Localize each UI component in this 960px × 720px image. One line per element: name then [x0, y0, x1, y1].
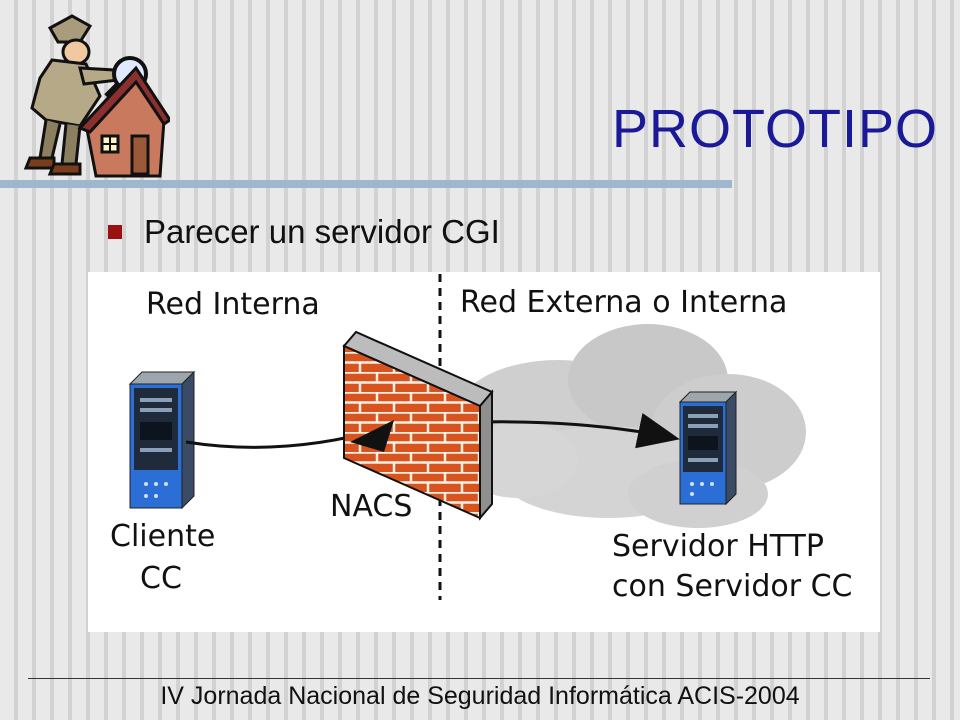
bullet-marker	[108, 225, 122, 239]
title-rule	[0, 180, 732, 188]
zone-left-label: Red Interna	[146, 287, 320, 322]
bullet-text: Parecer un servidor CGI	[144, 213, 500, 250]
firewall-label: NACS	[330, 489, 412, 524]
detective-clipart	[10, 8, 173, 178]
bullet-item: Parecer un servidor CGI	[108, 210, 500, 254]
footer-text: IV Jornada Nacional de Seguridad Informá…	[160, 682, 800, 710]
client-label-line1: Cliente	[110, 519, 215, 554]
client-server-icon	[128, 370, 196, 510]
footer-rule	[28, 678, 930, 679]
firewall-entry-arrow	[350, 420, 394, 452]
client-label-line2: CC	[140, 561, 182, 596]
connection-arrow-server	[479, 413, 680, 449]
cloud-icon	[458, 324, 806, 528]
network-diagram: Red Interna Red Externa o Interna	[88, 272, 880, 632]
slide-title: PROTOTIPO	[611, 99, 938, 159]
zone-right-label: Red Externa o Interna	[460, 285, 787, 320]
server-label-line2: con Servidor CC	[612, 569, 852, 604]
server-label-line1: Servidor HTTP	[612, 529, 824, 564]
firewall-icon	[342, 330, 494, 521]
http-server-icon	[678, 390, 738, 506]
